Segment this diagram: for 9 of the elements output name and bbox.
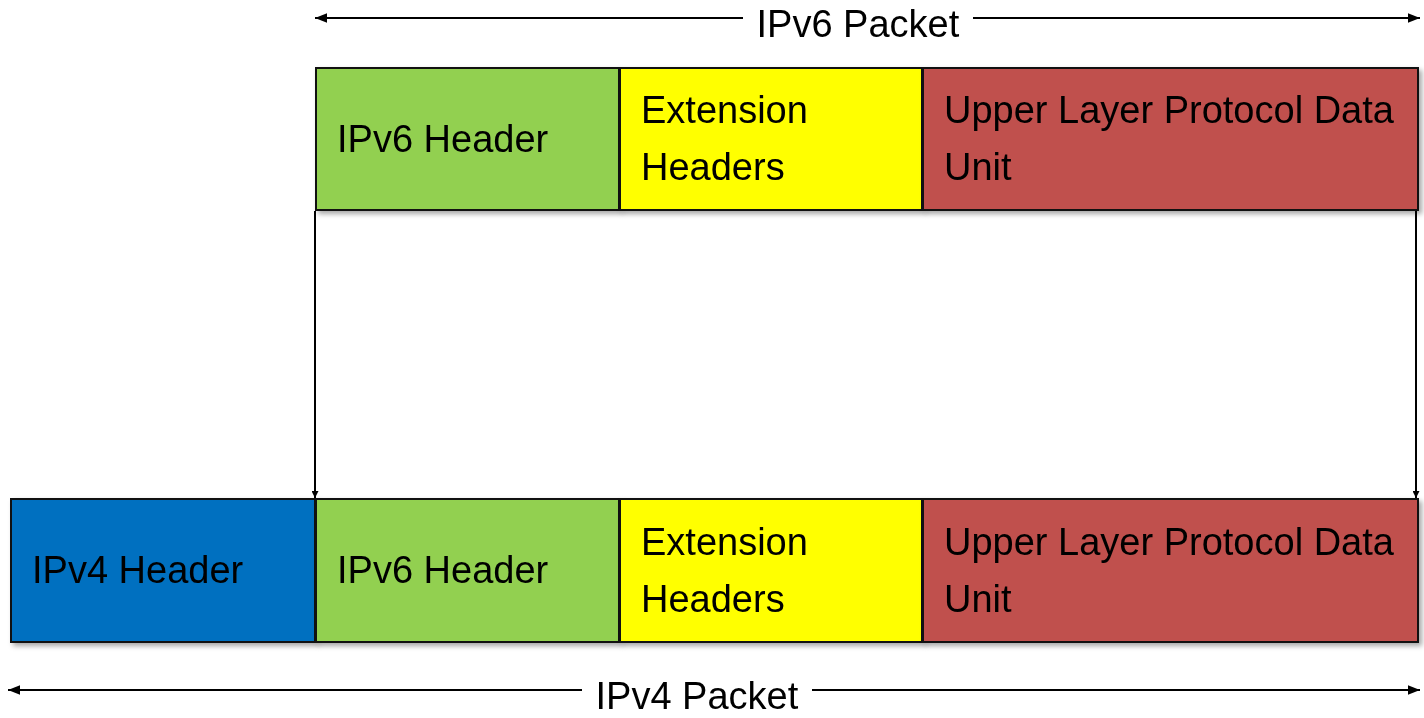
packet-field: IPv6 Header <box>315 498 620 643</box>
packet-field: IPv6 Header <box>315 67 620 211</box>
packet-field: Upper Layer Protocol Data Unit <box>922 67 1419 211</box>
arrow <box>1412 210 1420 499</box>
packet-field: Upper Layer Protocol Data Unit <box>922 498 1419 643</box>
packet-field: Extension Headers <box>619 67 923 211</box>
arrow <box>311 210 319 499</box>
packet-field: IPv4 Header <box>10 498 316 643</box>
packet-field: Extension Headers <box>619 498 923 643</box>
